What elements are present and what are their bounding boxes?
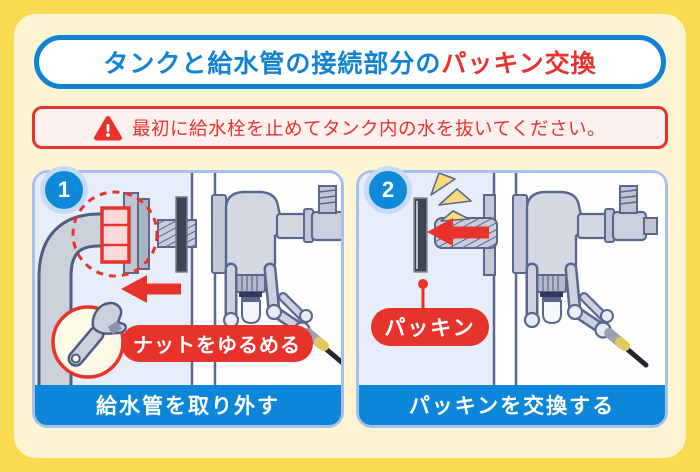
step-number-badge-1: 1 [40, 166, 88, 214]
step2-illustration [359, 173, 665, 385]
packing-bar [413, 197, 428, 273]
step1-drawing [35, 173, 341, 385]
title-prefix: タンクと給水管の接続部分の [103, 50, 442, 78]
nut-highlight-circle [71, 190, 159, 278]
step-number-badge-2: 2 [364, 166, 412, 214]
step1-number: 1 [57, 177, 71, 202]
step-panel-1: 1 ナットをゆるめる 給水管を取り外す [32, 166, 344, 428]
warning-banner: 最初に給水栓を止めてタンク内の水を抜いてください。 [32, 106, 668, 149]
step1-caption: 給水管を取り外す [35, 385, 341, 425]
title-highlight: パッキン交換 [441, 50, 597, 78]
arrow-left-icon [427, 218, 489, 246]
sparkle-icon [430, 173, 472, 222]
step-panel-2: 2 パッキン パッキンを交換する [356, 166, 668, 428]
tank-wall [492, 173, 518, 385]
nut [100, 206, 131, 264]
warning-triangle-icon [94, 115, 123, 140]
supply-pipe [37, 212, 111, 385]
step2-label-pill: パッキン [371, 308, 489, 346]
infographic-card: タンクと給水管の接続部分のパッキン交換 最初に給水栓を止めてタンク内の水を抜いて… [14, 14, 686, 458]
ballcock-valve [512, 185, 658, 368]
step1-illustration [35, 173, 341, 385]
step2-number: 2 [381, 177, 395, 202]
packing-pointer [418, 279, 428, 311]
wrench-icon [67, 301, 128, 367]
arrow-left-icon [121, 275, 181, 303]
step2-caption: パッキンを交換する [359, 385, 665, 425]
step2-drawing [359, 173, 665, 385]
step1-label-pill: ナットをゆるめる [121, 325, 313, 362]
warning-text: 最初に給水栓を止めてタンク内の水を抜いてください。 [132, 117, 606, 139]
packing-bar [175, 196, 188, 273]
page-title: タンクと給水管の接続部分のパッキン交換 [34, 35, 666, 89]
